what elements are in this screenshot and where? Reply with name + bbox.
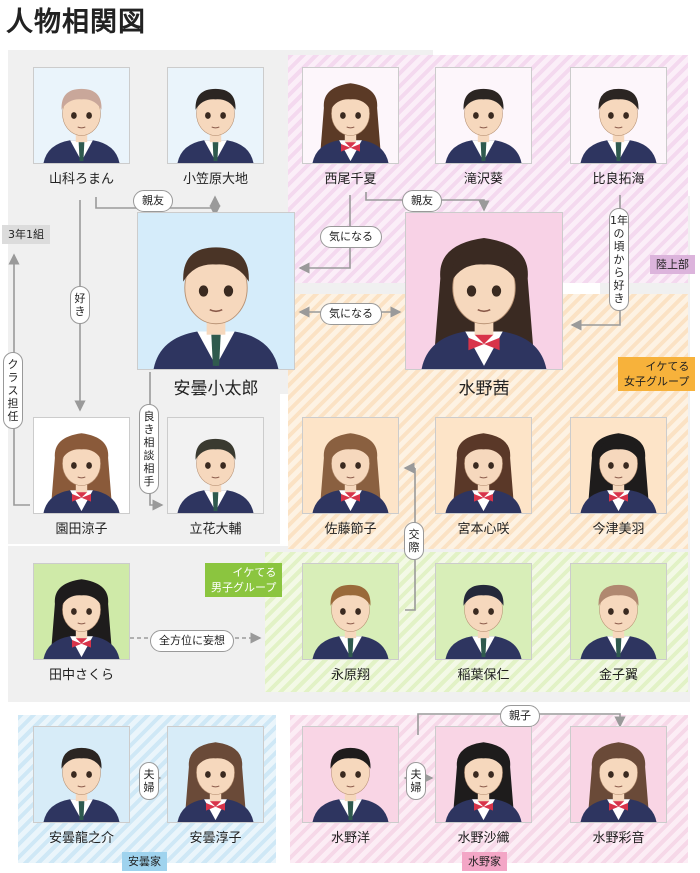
name-sato: 佐藤節子	[324, 522, 377, 537]
name-yamashina: 山科ろまん	[48, 172, 114, 187]
relation-good-advisor: 良き相談相手	[139, 404, 159, 494]
portrait-drawing	[580, 742, 657, 822]
tag-class-3-1: 3年1組	[2, 225, 50, 244]
name-tanaka: 田中さくら	[48, 668, 114, 683]
portrait-kaneko	[570, 563, 667, 660]
portrait-drawing	[153, 247, 279, 369]
portrait-sonoda	[33, 417, 130, 514]
portrait-drawing	[312, 747, 389, 822]
portrait-takizawa	[435, 67, 532, 164]
tag-cool-boys-group: イケてる 男子グループ	[205, 563, 283, 597]
relation-best-friend-2: 親友	[402, 190, 442, 212]
relation-likes-since-first-year: 1年の頃から好き	[609, 208, 629, 311]
portrait-drawing	[177, 742, 254, 822]
relation-parent-child: 親子	[500, 705, 540, 727]
name-inaba: 稲葉保仁	[457, 668, 510, 683]
portrait-drawing	[312, 584, 389, 659]
tag-track-club: 陸上部	[650, 255, 695, 274]
name-ayane: 水野彩音	[592, 831, 645, 846]
portrait-drawing	[312, 83, 389, 163]
relation-interested-2: 気になる	[320, 303, 382, 325]
name-ryunosuke: 安曇龍之介	[48, 831, 114, 846]
portrait-imazu	[570, 417, 667, 514]
portrait-drawing	[43, 88, 120, 163]
tag-azumi-family: 安曇家	[122, 852, 167, 871]
portrait-saori	[435, 726, 532, 823]
portrait-ayane	[570, 726, 667, 823]
portrait-miyamoto	[435, 417, 532, 514]
portrait-hira	[570, 67, 667, 164]
relation-delusions: 全方位に妄想	[150, 630, 234, 652]
portrait-sato	[302, 417, 399, 514]
name-takizawa: 滝沢葵	[463, 172, 503, 187]
portrait-azumi	[137, 212, 295, 370]
portrait-drawing	[445, 584, 522, 659]
portrait-nagahara	[302, 563, 399, 660]
portrait-drawing	[43, 747, 120, 822]
name-ogasawara: 小笠原大地	[182, 172, 248, 187]
relation-interested-1: 気になる	[320, 226, 382, 248]
portrait-yamashina	[33, 67, 130, 164]
portrait-tanaka	[33, 563, 130, 660]
name-hira: 比良拓海	[592, 172, 645, 187]
relation-likes: 好き	[70, 286, 90, 324]
portrait-drawing	[445, 742, 522, 822]
portrait-mizuno	[405, 212, 563, 370]
portrait-drawing	[580, 584, 657, 659]
tag-cool-boys-line2: 男子グループ	[211, 581, 277, 594]
relation-married-azumi: 夫婦	[139, 762, 159, 800]
portrait-inaba	[435, 563, 532, 660]
tag-cool-girls-line2: 女子グループ	[624, 375, 690, 388]
portrait-ryunosuke	[33, 726, 130, 823]
relation-best-friend-1: 親友	[133, 190, 173, 212]
name-kaneko: 金子翼	[598, 668, 638, 683]
tag-mizuno-family: 水野家	[462, 852, 507, 871]
portrait-drawing	[580, 433, 657, 513]
page-title: 人物相関図	[6, 7, 146, 38]
name-saori: 水野沙織	[457, 831, 510, 846]
portrait-drawing	[43, 433, 120, 513]
relation-married-mizuno: 夫婦	[406, 762, 426, 800]
name-miyamoto: 宮本心咲	[457, 522, 510, 537]
name-mizuno: 水野茜	[458, 379, 510, 399]
name-azumi: 安曇小太郎	[173, 379, 259, 399]
name-hiroshi: 水野洋	[330, 831, 370, 846]
name-junko: 安曇淳子	[189, 831, 242, 846]
portrait-drawing	[445, 433, 522, 513]
name-sonoda: 園田涼子	[55, 522, 108, 537]
portrait-drawing	[43, 579, 120, 659]
name-imazu: 今津美羽	[592, 522, 645, 537]
portrait-drawing	[177, 438, 254, 513]
name-tachibana: 立花大輔	[189, 522, 242, 537]
relation-homeroom-teacher: クラス担任	[3, 352, 23, 429]
portrait-drawing	[445, 88, 522, 163]
portrait-hiroshi	[302, 726, 399, 823]
portrait-drawing	[580, 88, 657, 163]
portrait-junko	[167, 726, 264, 823]
portrait-ogasawara	[167, 67, 264, 164]
tag-cool-girls-group: イケてる 女子グループ	[618, 357, 696, 391]
portrait-tachibana	[167, 417, 264, 514]
relation-dating: 交際	[404, 522, 424, 560]
portrait-drawing	[177, 88, 254, 163]
portrait-drawing	[312, 433, 389, 513]
tag-cool-girls-line1: イケてる	[645, 360, 690, 373]
name-nagahara: 永原翔	[330, 668, 370, 683]
portrait-drawing	[421, 237, 547, 369]
portrait-nishio	[302, 67, 399, 164]
name-nishio: 西尾千夏	[324, 172, 377, 187]
tag-cool-boys-line1: イケてる	[232, 566, 277, 579]
